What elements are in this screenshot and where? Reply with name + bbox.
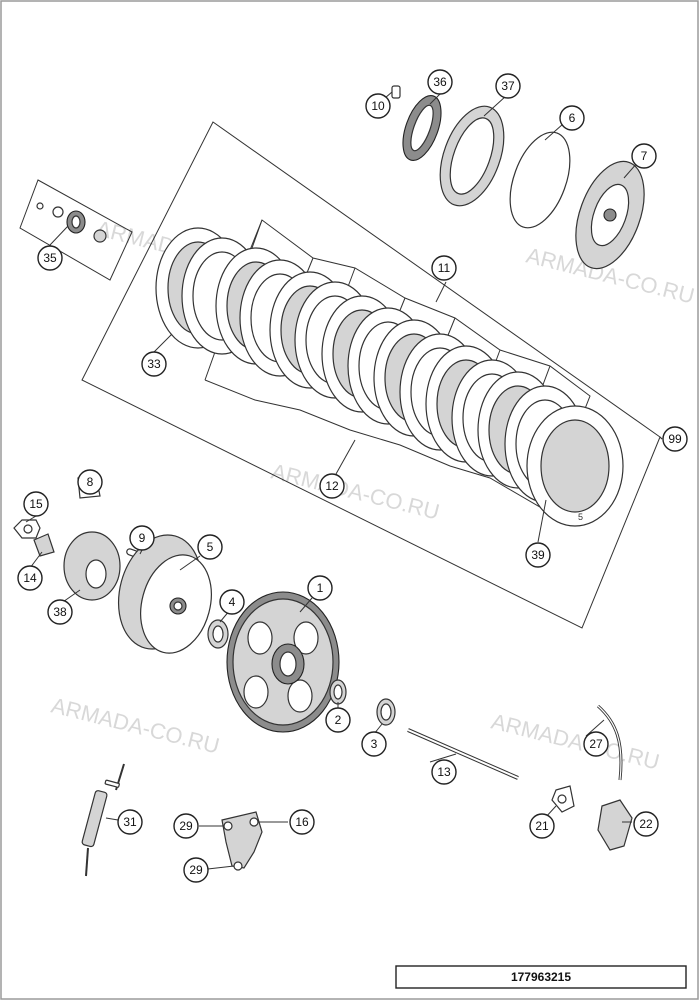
callout-38: 38 [47, 599, 73, 625]
watermark-text: ARMADA-CO.RU [269, 459, 442, 525]
callout-29: 29 [173, 813, 199, 839]
bearing-kit-frame [19, 179, 133, 281]
clutch-kit-frame [81, 121, 661, 629]
slave-cylinder-22 [597, 799, 633, 851]
svg-text:37: 37 [501, 79, 515, 93]
svg-text:39: 39 [531, 548, 545, 562]
needle-bearing-2 [329, 679, 347, 705]
callout-7: 7 [631, 143, 657, 169]
callout-99: 99 [662, 426, 688, 452]
svg-text:6: 6 [569, 111, 576, 125]
bearing-kit-35 [36, 202, 107, 243]
callout-11: 11 [431, 255, 457, 281]
svg-text:22: 22 [639, 817, 653, 831]
svg-text:13: 13 [437, 765, 451, 779]
callout-15: 15 [23, 491, 49, 517]
callout-5: 5 [197, 534, 223, 560]
clutch-plate-stack: 5 [155, 227, 624, 527]
callout-10: 10 [365, 93, 391, 119]
svg-text:10: 10 [371, 99, 385, 113]
callout-37: 37 [495, 73, 521, 99]
svg-text:15: 15 [29, 497, 43, 511]
plate-mark: 5 [578, 512, 583, 522]
svg-text:7: 7 [641, 149, 648, 163]
callout-2: 2 [325, 707, 351, 733]
plate-group-bracket-12 [204, 379, 546, 511]
callout-33: 33 [141, 351, 167, 377]
svg-text:36: 36 [433, 75, 447, 89]
drawing-number: 177963215 [511, 970, 571, 984]
callout-4: 4 [219, 589, 245, 615]
svg-text:16: 16 [295, 815, 309, 829]
watermark-text: ARMADA-CO.RU [489, 709, 662, 775]
callout-9: 9 [129, 525, 155, 551]
svg-text:38: 38 [53, 605, 67, 619]
svg-text:3: 3 [371, 737, 378, 751]
callout-36: 36 [427, 69, 453, 95]
callout-39: 39 [525, 542, 551, 568]
callout-29: 29 [183, 857, 209, 883]
callout-35: 35 [37, 245, 63, 271]
callout-8: 8 [77, 469, 103, 495]
callout-16: 16 [289, 809, 315, 835]
spacer-bushing-3 [376, 698, 396, 726]
callout-21: 21 [529, 813, 555, 839]
plate-group-bracket-11 [204, 219, 591, 511]
pressure-plate-assembly [391, 85, 645, 270]
svg-text:1: 1 [317, 581, 324, 595]
svg-text:21: 21 [535, 819, 549, 833]
callout-6: 6 [559, 105, 585, 131]
svg-text:99: 99 [668, 432, 682, 446]
svg-text:12: 12 [325, 479, 339, 493]
svg-text:11: 11 [438, 261, 451, 275]
svg-text:33: 33 [147, 357, 161, 371]
callout-1: 1 [307, 575, 333, 601]
callout-3: 3 [361, 731, 387, 757]
clutch-basket-5 [117, 534, 212, 654]
callout-27: 27 [583, 731, 609, 757]
svg-text:8: 8 [87, 475, 94, 489]
callout-12: 12 [319, 473, 345, 499]
bleed-syringe-31 [81, 763, 125, 877]
svg-text:31: 31 [123, 815, 137, 829]
svg-text:14: 14 [23, 571, 37, 585]
drawing-number-box: 177963215 [395, 965, 687, 989]
primary-gear-1 [226, 591, 340, 733]
callout-13: 13 [431, 759, 457, 785]
svg-text:29: 29 [189, 863, 203, 877]
svg-text:4: 4 [229, 595, 236, 609]
callout-14: 14 [17, 565, 43, 591]
callout-22: 22 [633, 811, 659, 837]
svg-text:29: 29 [179, 819, 193, 833]
callout-31: 31 [117, 809, 143, 835]
svg-text:35: 35 [43, 251, 57, 265]
svg-text:5: 5 [207, 540, 214, 554]
watermark-text: ARMADA-CO.RU [49, 693, 222, 759]
svg-text:27: 27 [589, 737, 603, 751]
svg-text:2: 2 [335, 713, 342, 727]
svg-text:9: 9 [139, 531, 146, 545]
